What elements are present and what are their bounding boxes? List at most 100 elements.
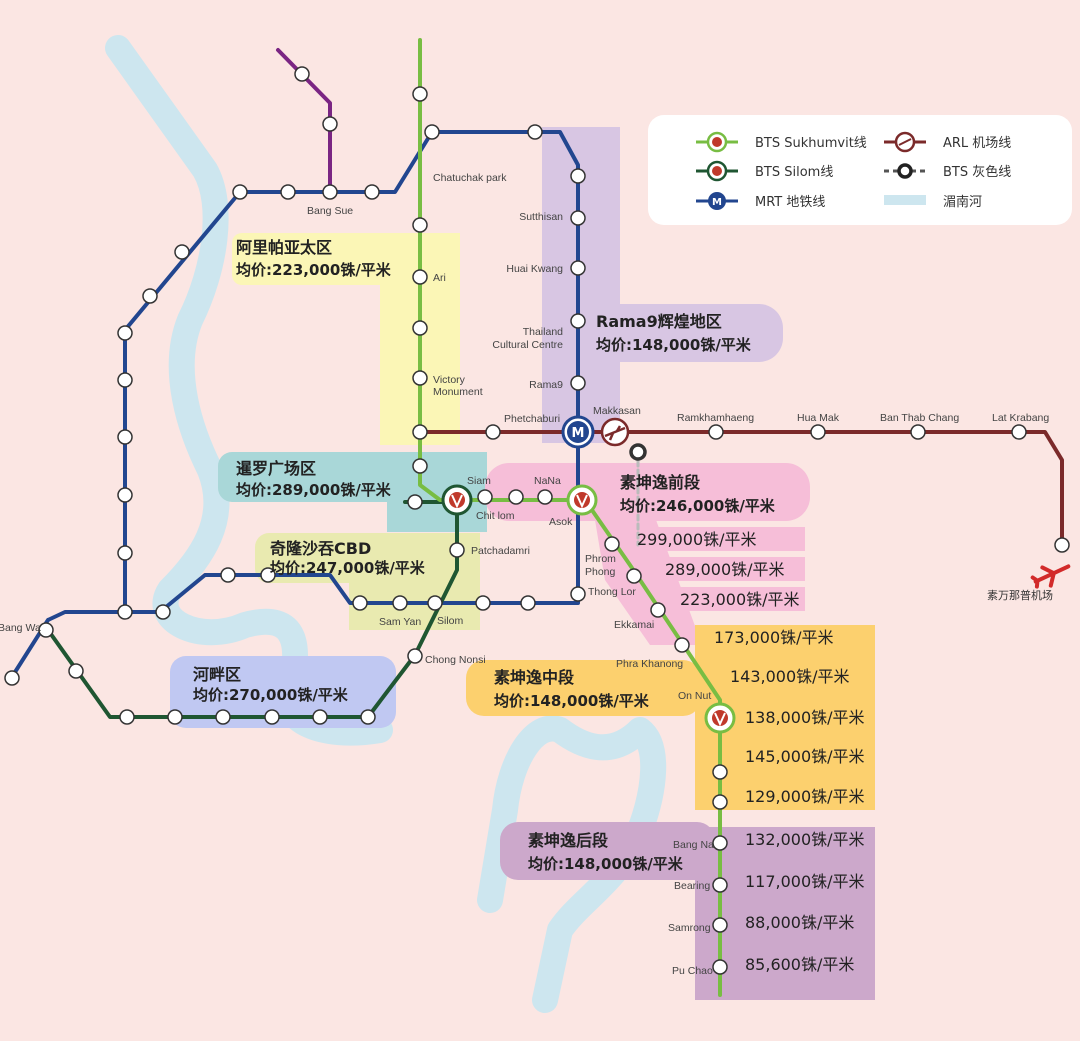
zone-sukh-rear-panel: [500, 822, 715, 880]
station-pu-chao: Pu Chao: [672, 965, 713, 977]
zone-sukh-front-price: 均价:246,000铢/平米: [620, 497, 776, 515]
station-victory-2: Monument: [433, 386, 483, 398]
legend-arl: ARL 机场线: [884, 131, 1011, 153]
price-row-5: 143,000铢/平米: [730, 667, 850, 686]
price-row-12: 85,600铢/平米: [745, 955, 854, 974]
legend-mrt: M MRT 地铁线: [696, 192, 825, 210]
legend-silom-label: BTS Silom线: [755, 165, 833, 180]
legend-panel: [648, 115, 1072, 225]
station-on-nut: On Nut: [678, 690, 711, 702]
zone-siam-strip: [387, 452, 487, 532]
price-row-7: 145,000铢/平米: [745, 747, 865, 766]
station-victory-1: Victory: [433, 374, 466, 386]
bts-siam-interchange: [441, 484, 473, 516]
svg-text:M: M: [712, 197, 722, 208]
zone-rama9-panel: [583, 304, 783, 362]
station-chit-lom: Chit lom: [476, 510, 515, 522]
price-row-1: 299,000铢/平米: [637, 530, 757, 549]
zone-riverside-panel: [170, 656, 396, 728]
station-thailand-cc-1: Thailand: [523, 326, 563, 338]
zone-sukh-front-panel: [485, 463, 810, 521]
zone-silom-price: 均价:247,000铢/平米: [270, 559, 426, 577]
zone-sukh-mid-price: 均价:148,000铢/平米: [494, 692, 650, 710]
station-ekkamai: Ekkamai: [614, 619, 654, 631]
zone-sukh-rear-name: 素坤逸后段: [528, 831, 609, 850]
price-row-6: 138,000铢/平米: [745, 708, 865, 727]
price-labels: 299,000铢/平米 289,000铢/平米 223,000铢/平米 173,…: [637, 530, 865, 974]
station-bang-wa: Bang Wa: [0, 622, 41, 634]
station-phrom-2: Phong: [585, 566, 616, 578]
price-row-9: 132,000铢/平米: [745, 830, 865, 849]
station-patchadamri: Patchadamri: [471, 545, 530, 557]
legend-river-label: 湄南河: [943, 194, 982, 210]
station-samrong: Samrong: [668, 922, 711, 934]
station-asok: Asok: [549, 516, 573, 528]
arl-line: [418, 430, 1064, 547]
zone-sukh-front-row1: [625, 527, 805, 551]
airplane-icon: [1030, 564, 1071, 589]
station-bang-na: Bang Na: [673, 839, 714, 851]
legend-grey: BTS 灰色线: [884, 163, 1011, 180]
zone-ari-name: 阿里帕亚太区: [236, 238, 332, 257]
station-rama9: Rama9: [529, 379, 563, 391]
station-bang-sue: Bang Sue: [307, 205, 353, 217]
station-chatuchak: Chatuchak park: [433, 172, 507, 184]
zone-sukh-front-name: 素坤逸前段: [620, 473, 701, 492]
grey-line-ring-icon: [629, 443, 647, 461]
legend-silom: BTS Silom线: [696, 160, 833, 182]
zone-silom-name: 奇隆沙吞CBD: [270, 539, 371, 558]
zone-sukh-front-row2: [655, 557, 805, 581]
zone-riverside-name: 河畔区: [193, 665, 241, 684]
bts-asok-interchange: [566, 484, 598, 516]
station-huai-kwang: Huai Kwang: [506, 263, 563, 275]
station-silom: Silom: [437, 615, 464, 627]
station-nana: NaNa: [534, 475, 561, 487]
station-ari: Ari: [433, 272, 446, 284]
zone-ari-price: 均价:223,000铢/平米: [236, 261, 392, 279]
zone-sukh-mid-panel: [466, 660, 701, 716]
purple-line: [276, 48, 332, 194]
station-chong-nonsi: Chong Nonsi: [425, 654, 486, 666]
legend: BTS Sukhumvit线 BTS Silom线 M MRT 地铁线 ARL …: [648, 115, 1072, 225]
zone-riverside-price: 均价:270,000铢/平米: [193, 686, 349, 704]
legend-mrt-label: MRT 地铁线: [755, 195, 825, 210]
stations: [4, 66, 1070, 975]
zone-sukh-rear-price: 均价:148,000铢/平米: [528, 855, 684, 873]
legend-grey-label: BTS 灰色线: [943, 164, 1011, 180]
station-thailand-cc-2: Cultural Centre: [492, 339, 563, 351]
svg-text:M: M: [572, 426, 585, 441]
station-airport: 素万那普机场: [987, 588, 1053, 602]
zone-rama9-price: 均价:148,000铢/平米: [596, 336, 752, 354]
station-makkasan: Makkasan: [593, 405, 641, 417]
zone-siam-price: 均价:289,000铢/平米: [236, 481, 392, 499]
price-row-10: 117,000铢/平米: [745, 872, 865, 891]
zone-sukh-mid-name: 素坤逸中段: [494, 668, 575, 687]
station-labels: Bang Sue Chatuchak park Sutthisan Huai K…: [0, 172, 1053, 977]
zone-siam-name: 暹罗广场区: [236, 459, 316, 478]
station-siam: Siam: [467, 475, 491, 487]
arl-makkasan-icon: [600, 417, 630, 447]
legend-arl-label: ARL 机场线: [943, 136, 1011, 151]
price-row-3: 223,000铢/平米: [680, 590, 800, 609]
station-sam-yan: Sam Yan: [379, 616, 421, 628]
price-row-4: 173,000铢/平米: [714, 628, 834, 647]
legend-river: 湄南河: [884, 194, 982, 210]
price-row-11: 88,000铢/平米: [745, 913, 854, 932]
station-lat-krabang: Lat Krabang: [992, 412, 1049, 424]
legend-sukhumvit-label: BTS Sukhumvit线: [755, 136, 867, 151]
station-hua-mak: Hua Mak: [797, 412, 840, 424]
station-thong-lor: Thong Lor: [588, 586, 636, 598]
zone-rama9-name: Rama9辉煌地区: [596, 312, 722, 331]
price-row-2: 289,000铢/平米: [665, 560, 785, 579]
station-bearing: Bearing: [674, 880, 710, 892]
zone-sukh-front-row3: [670, 587, 805, 611]
mrt-line: [8, 130, 580, 682]
bts-onnut-interchange: [704, 702, 736, 734]
station-phra-khanong: Phra Khanong: [616, 658, 683, 670]
station-ramkhamhaeng: Ramkhamhaeng: [677, 412, 754, 424]
station-sutthisan: Sutthisan: [519, 211, 563, 223]
station-phetchaburi: Phetchaburi: [504, 413, 560, 425]
station-ban-thab-chang: Ban Thab Chang: [880, 412, 959, 424]
